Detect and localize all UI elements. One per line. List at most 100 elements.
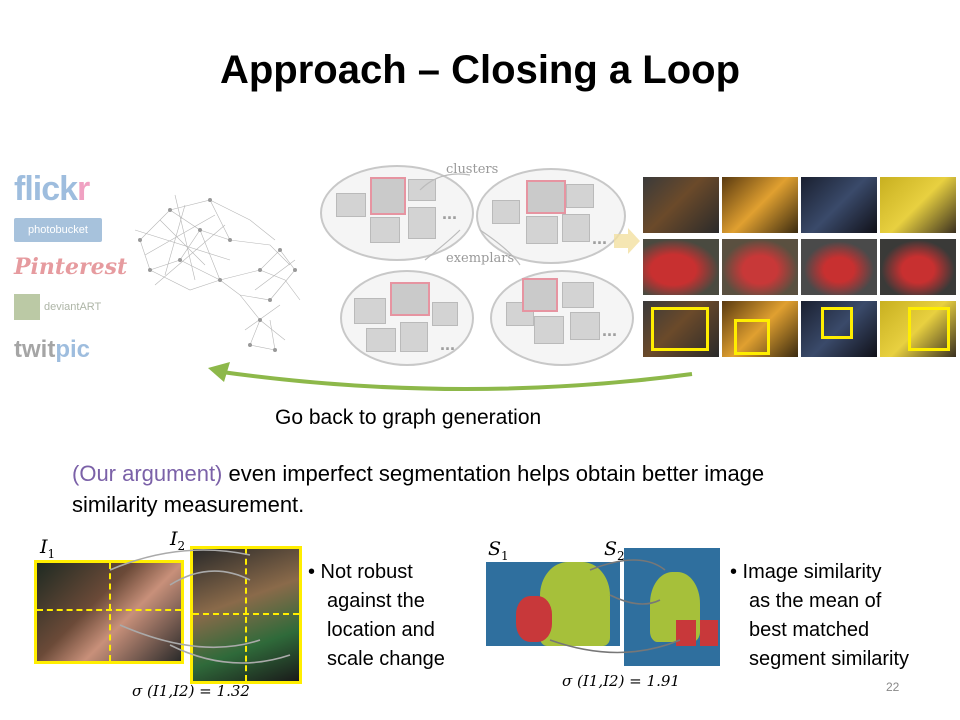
cluster-3: ... (340, 270, 474, 366)
segment-region (540, 562, 610, 646)
segment-region (676, 620, 696, 646)
left-bullet-line: scale change (327, 648, 445, 670)
image-1-label-subscript: 1 (47, 546, 56, 561)
loop-caption: Go back to graph generation (275, 406, 542, 429)
detection-box (908, 307, 950, 351)
segment-image-1 (486, 562, 620, 646)
left-bullet-line: against the (327, 590, 425, 612)
deviantart-logo-text: deviantART (44, 300, 102, 313)
left-bullet-line: • Not robust (308, 561, 413, 583)
thumbnail (566, 184, 594, 208)
segmentation-results-grid (643, 177, 956, 361)
segment-1-label: S1 (488, 538, 509, 563)
thumbnail (408, 207, 436, 239)
ellipsis: ... (592, 228, 608, 248)
exemplars-label: exemplars (446, 251, 515, 266)
ellipsis: ... (602, 320, 618, 340)
segment-image-2 (624, 548, 720, 666)
segment-region (700, 620, 718, 646)
right-bullet-line: as the mean of (749, 590, 882, 612)
left-bullet: • Not robust against the location and sc… (308, 558, 445, 674)
left-bullet-line: location and (327, 619, 435, 641)
flickr-logo: flickr (14, 170, 90, 209)
result-detection (801, 301, 877, 357)
right-bullet: • Image similarity as the mean of best m… (730, 558, 909, 674)
left-similarity-formula: σ (I1,I2) = 1.32 (132, 682, 250, 700)
thumbnail (570, 312, 600, 340)
detection-box (734, 319, 770, 355)
segment-1-label-symbol: S (488, 538, 502, 560)
segment-region (516, 596, 552, 642)
cluster-1: ... (320, 165, 474, 261)
exemplar-thumbnail (370, 177, 406, 215)
similarity-graph (134, 194, 301, 352)
right-bullet-line: segment similarity (749, 648, 910, 670)
photobucket-logo: photobucket (14, 218, 102, 242)
result-segmentation (643, 239, 719, 295)
thumbnail (408, 179, 436, 201)
cluster-4: ... (490, 270, 634, 366)
flickr-logo-text: flick (14, 170, 78, 208)
ellipsis: ... (442, 203, 458, 223)
thumbnail (400, 322, 428, 352)
thumbnail (336, 193, 366, 217)
page-number: 22 (886, 680, 900, 694)
clusters-label: clusters (446, 162, 499, 177)
twitpic-logo-text: twit (14, 336, 56, 363)
thumbnail (432, 302, 458, 326)
segment-2-label-subscript: 2 (617, 548, 625, 563)
thumbnail (562, 214, 590, 242)
exemplar-thumbnail (522, 278, 558, 312)
loop-back-arrow (208, 362, 693, 391)
segment-2-label: S2 (604, 538, 625, 563)
ellipsis: ... (440, 334, 456, 354)
pinterest-logo: Pinterest (14, 254, 128, 280)
thumbnail (526, 216, 558, 244)
thumbnail (366, 328, 396, 352)
argument-text: (Our argument) even imperfect segmentati… (72, 458, 832, 520)
image-2-grid (190, 546, 302, 684)
flickr-logo-text-r: r (77, 170, 90, 208)
thumbnail (534, 316, 564, 344)
segment-1-label-subscript: 1 (501, 548, 509, 563)
result-segmentation (722, 239, 798, 295)
grid-line (109, 563, 111, 661)
grid-match-arrows (109, 549, 291, 664)
image-2-label: I2 (170, 528, 185, 553)
cluster-arrows (419, 173, 521, 266)
result-image (801, 177, 877, 233)
twitpic-logo: twitpic (14, 336, 90, 364)
image-1-grid (34, 560, 184, 664)
right-similarity-formula: σ (I1,I2) = 1.91 (562, 672, 680, 690)
result-detection (880, 301, 956, 357)
result-image (643, 177, 719, 233)
right-bullet-line: best matched (749, 619, 870, 641)
chevron-right-icon (614, 228, 640, 254)
result-image (880, 177, 956, 233)
segment-match-arrows (549, 559, 681, 654)
grid-line (245, 549, 247, 681)
image-2-label-symbol: I (170, 528, 178, 550)
thumbnail (354, 298, 386, 324)
segment-2-label-symbol: S (604, 538, 618, 560)
thumbnail (370, 217, 400, 243)
result-segmentation (801, 239, 877, 295)
result-detection (643, 301, 719, 357)
image-1-label: I1 (40, 536, 55, 561)
deviantart-icon (14, 294, 40, 320)
result-detection (722, 301, 798, 357)
slide-title: Approach – Closing a Loop (219, 48, 741, 92)
argument-highlight: (Our argument) (72, 461, 223, 486)
twitpic-logo-text-pic: pic (55, 336, 91, 363)
deviantart-logo: deviantART (14, 294, 101, 320)
thumbnail (492, 200, 520, 224)
image-1-label-symbol: I (40, 536, 48, 558)
image-2-label-subscript: 2 (177, 538, 186, 553)
result-segmentation (880, 239, 956, 295)
exemplar-thumbnail (390, 282, 430, 316)
exemplar-thumbnail (526, 180, 566, 214)
result-image (722, 177, 798, 233)
right-bullet-line: • Image similarity (730, 561, 882, 583)
argument-body: even imperfect segmentation helps obtain… (72, 461, 765, 517)
detection-box (821, 307, 853, 339)
